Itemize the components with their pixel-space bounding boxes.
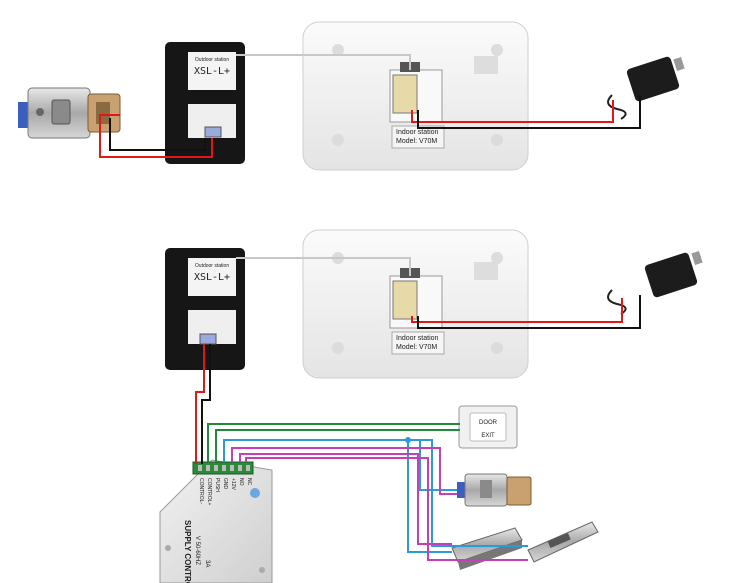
indoor-monitor-top: Indoor station Model: V70M	[302, 21, 529, 171]
psu-current: 3A	[204, 560, 210, 567]
power-adapter-top	[607, 56, 685, 120]
indoor-monitor-bottom: Indoor station Model: V70M	[302, 229, 529, 379]
exit-button: DOOR EXIT	[458, 405, 518, 449]
power-adapter-bottom	[607, 251, 703, 315]
electric-lock-top	[18, 87, 121, 139]
power-supply-unit: CONTROL- CONTROL+ PUSH GND +12V NO NC SU…	[159, 459, 273, 583]
psu-device-wiring	[207, 423, 528, 561]
outdoor-brand-bottom: Outdoor station	[195, 263, 229, 269]
terminal-label-5: +12V	[230, 478, 236, 490]
exit-button-label-1: DOOR	[479, 420, 498, 426]
outdoor-camera-top: Outdoor station XSL-L+	[165, 42, 245, 164]
outdoor-model-top: XSL-L+	[194, 66, 230, 77]
electric-strike	[527, 521, 599, 563]
outdoor-model-bottom: XSL-L+	[194, 272, 230, 283]
indoor-label-bottom-1: Indoor station	[396, 335, 439, 342]
top-wiring	[99, 54, 641, 158]
indoor-label-top-1: Indoor station	[396, 129, 439, 136]
terminal-label-2: CONTROL+	[206, 478, 212, 505]
exit-button-label-2: EXIT	[481, 433, 495, 439]
outdoor-camera-bottom: Outdoor station XSL-L+	[165, 248, 245, 370]
bottom-monitor-wiring	[236, 257, 641, 329]
terminal-label-1: CONTROL-	[198, 478, 204, 504]
terminal-label-4: GND	[222, 478, 228, 490]
magnetic-lock	[451, 527, 523, 570]
electric-lock-bottom	[457, 473, 532, 507]
psu-title: SUPPLY CONTROL	[183, 520, 192, 583]
indoor-label-bottom-2: Model: V70M	[396, 344, 437, 351]
terminal-label-6: NO	[238, 478, 244, 486]
terminal-label-3: PUSH	[214, 478, 220, 492]
terminal-label-7: NC	[246, 478, 252, 486]
indoor-label-top-2: Model: V70M	[396, 138, 437, 145]
camera-psu-wiring	[195, 344, 211, 464]
psu-rating: V 50-60HZ	[194, 536, 200, 565]
outdoor-brand-top: Outdoor station	[195, 57, 229, 63]
